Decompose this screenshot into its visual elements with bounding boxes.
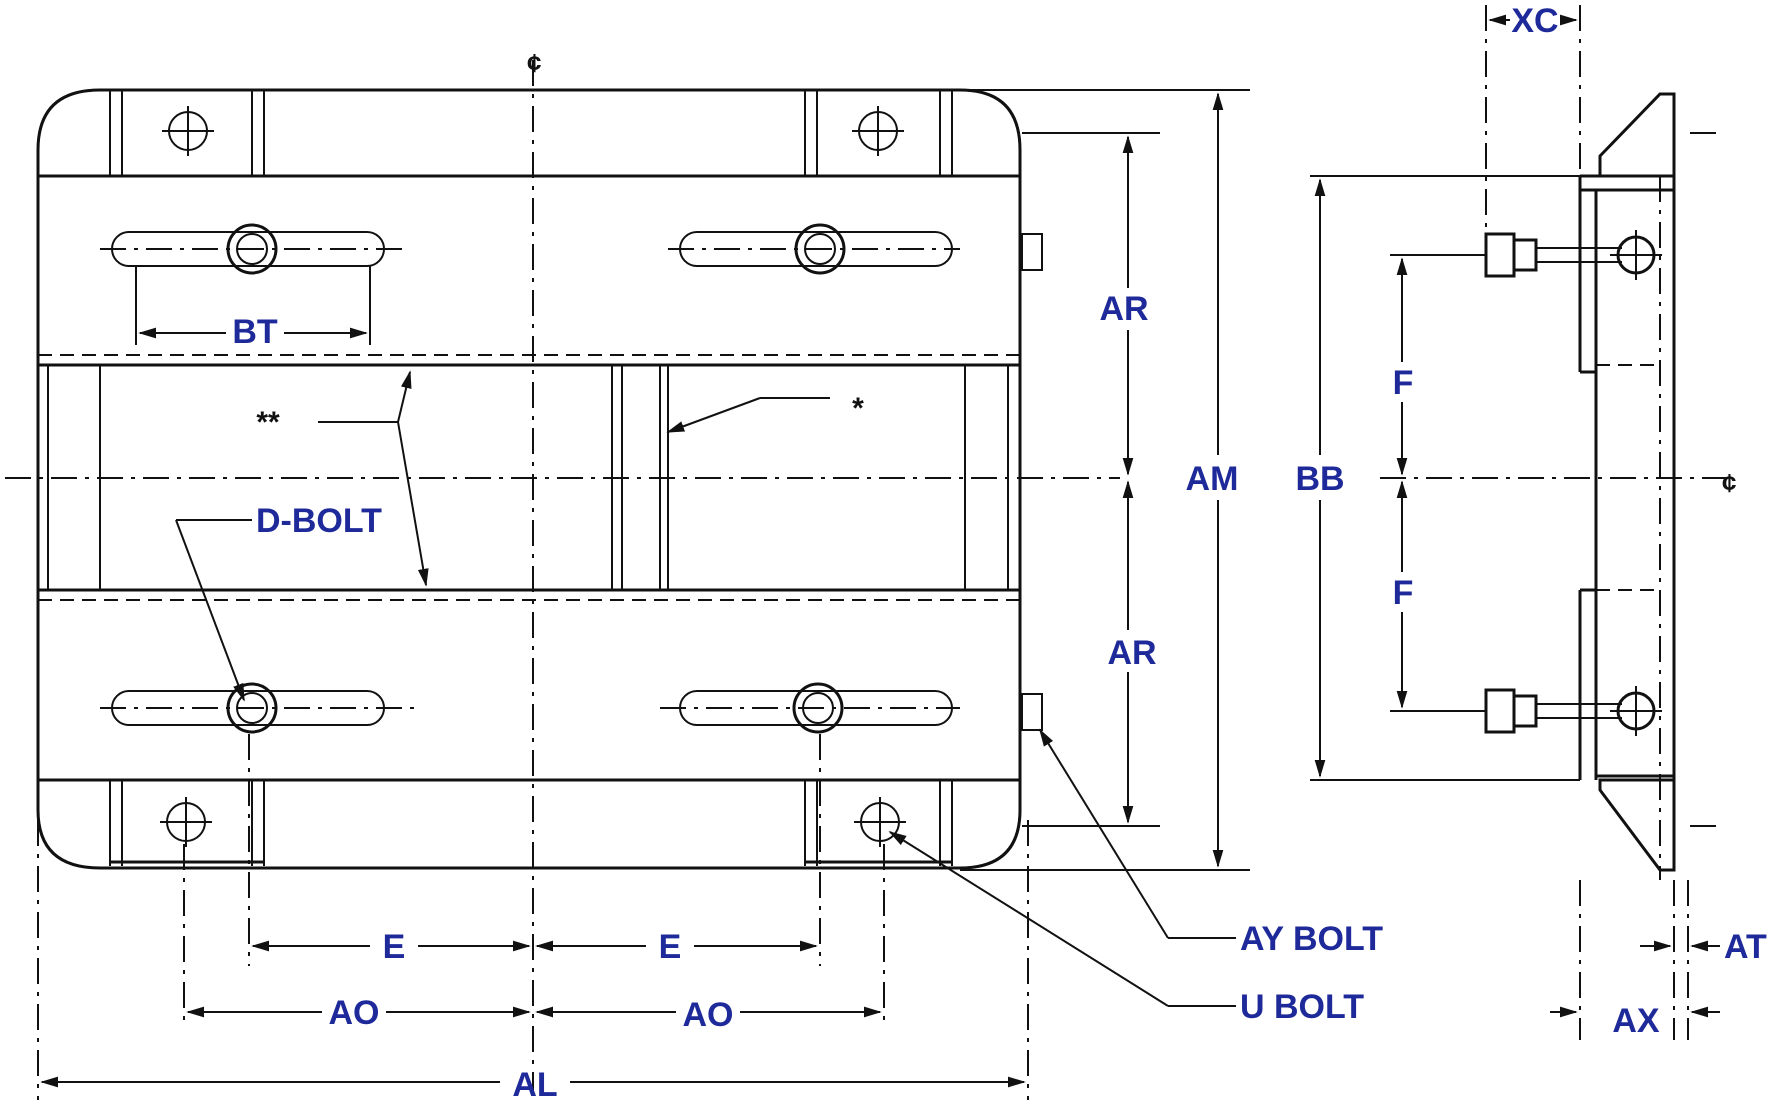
side-bolt-bottom <box>1484 686 1662 736</box>
bottom-left-clip <box>109 780 265 866</box>
svg-text:¢: ¢ <box>527 48 541 78</box>
am-label: AM <box>1186 460 1239 498</box>
e-right-label: E <box>659 928 682 966</box>
ar-bottom-label: AR <box>1107 634 1156 672</box>
slot-top-left <box>100 223 405 275</box>
ao-left-label: AO <box>329 994 380 1032</box>
svg-text:¢: ¢ <box>1722 468 1736 498</box>
ay-bolt-nub-bottom <box>1021 693 1043 731</box>
ao-right-label: AO <box>683 996 734 1034</box>
bt-label: BT <box>232 313 278 351</box>
al-label: AL <box>512 1066 557 1104</box>
double-star-mark: ** <box>256 406 280 439</box>
side-top-bracket <box>1598 92 1676 178</box>
bb-label: BB <box>1295 460 1344 498</box>
slot-top-right <box>668 223 960 275</box>
bottom-right-clip <box>804 780 953 866</box>
xc-label: XC <box>1511 2 1558 40</box>
ar-top-label: AR <box>1099 290 1148 328</box>
side-view: ¢ BB F F XC AT AX <box>1295 2 1767 1040</box>
front-view: ¢ BT ** * D-BOLT E E <box>5 48 1383 1104</box>
f-bottom-label: F <box>1393 574 1414 612</box>
ay-bolt-nub-top <box>1021 233 1043 271</box>
f-top-label: F <box>1393 364 1414 402</box>
side-bolt-top <box>1484 230 1662 280</box>
d-bolt-label: D-BOLT <box>256 502 382 540</box>
side-bottom-bracket <box>1598 778 1676 872</box>
top-left-clip <box>109 90 265 176</box>
at-label: AT <box>1724 928 1767 966</box>
top-right-clip <box>804 90 953 176</box>
ax-label: AX <box>1612 1002 1660 1040</box>
e-left-label: E <box>383 928 406 966</box>
slot-bottom-left <box>100 682 420 734</box>
u-bolt-label: U BOLT <box>1240 988 1364 1026</box>
slot-bottom-right <box>660 682 960 734</box>
plate-outline <box>36 88 1022 870</box>
ay-bolt-label: AY BOLT <box>1240 920 1383 958</box>
single-star-mark: * <box>852 392 864 425</box>
